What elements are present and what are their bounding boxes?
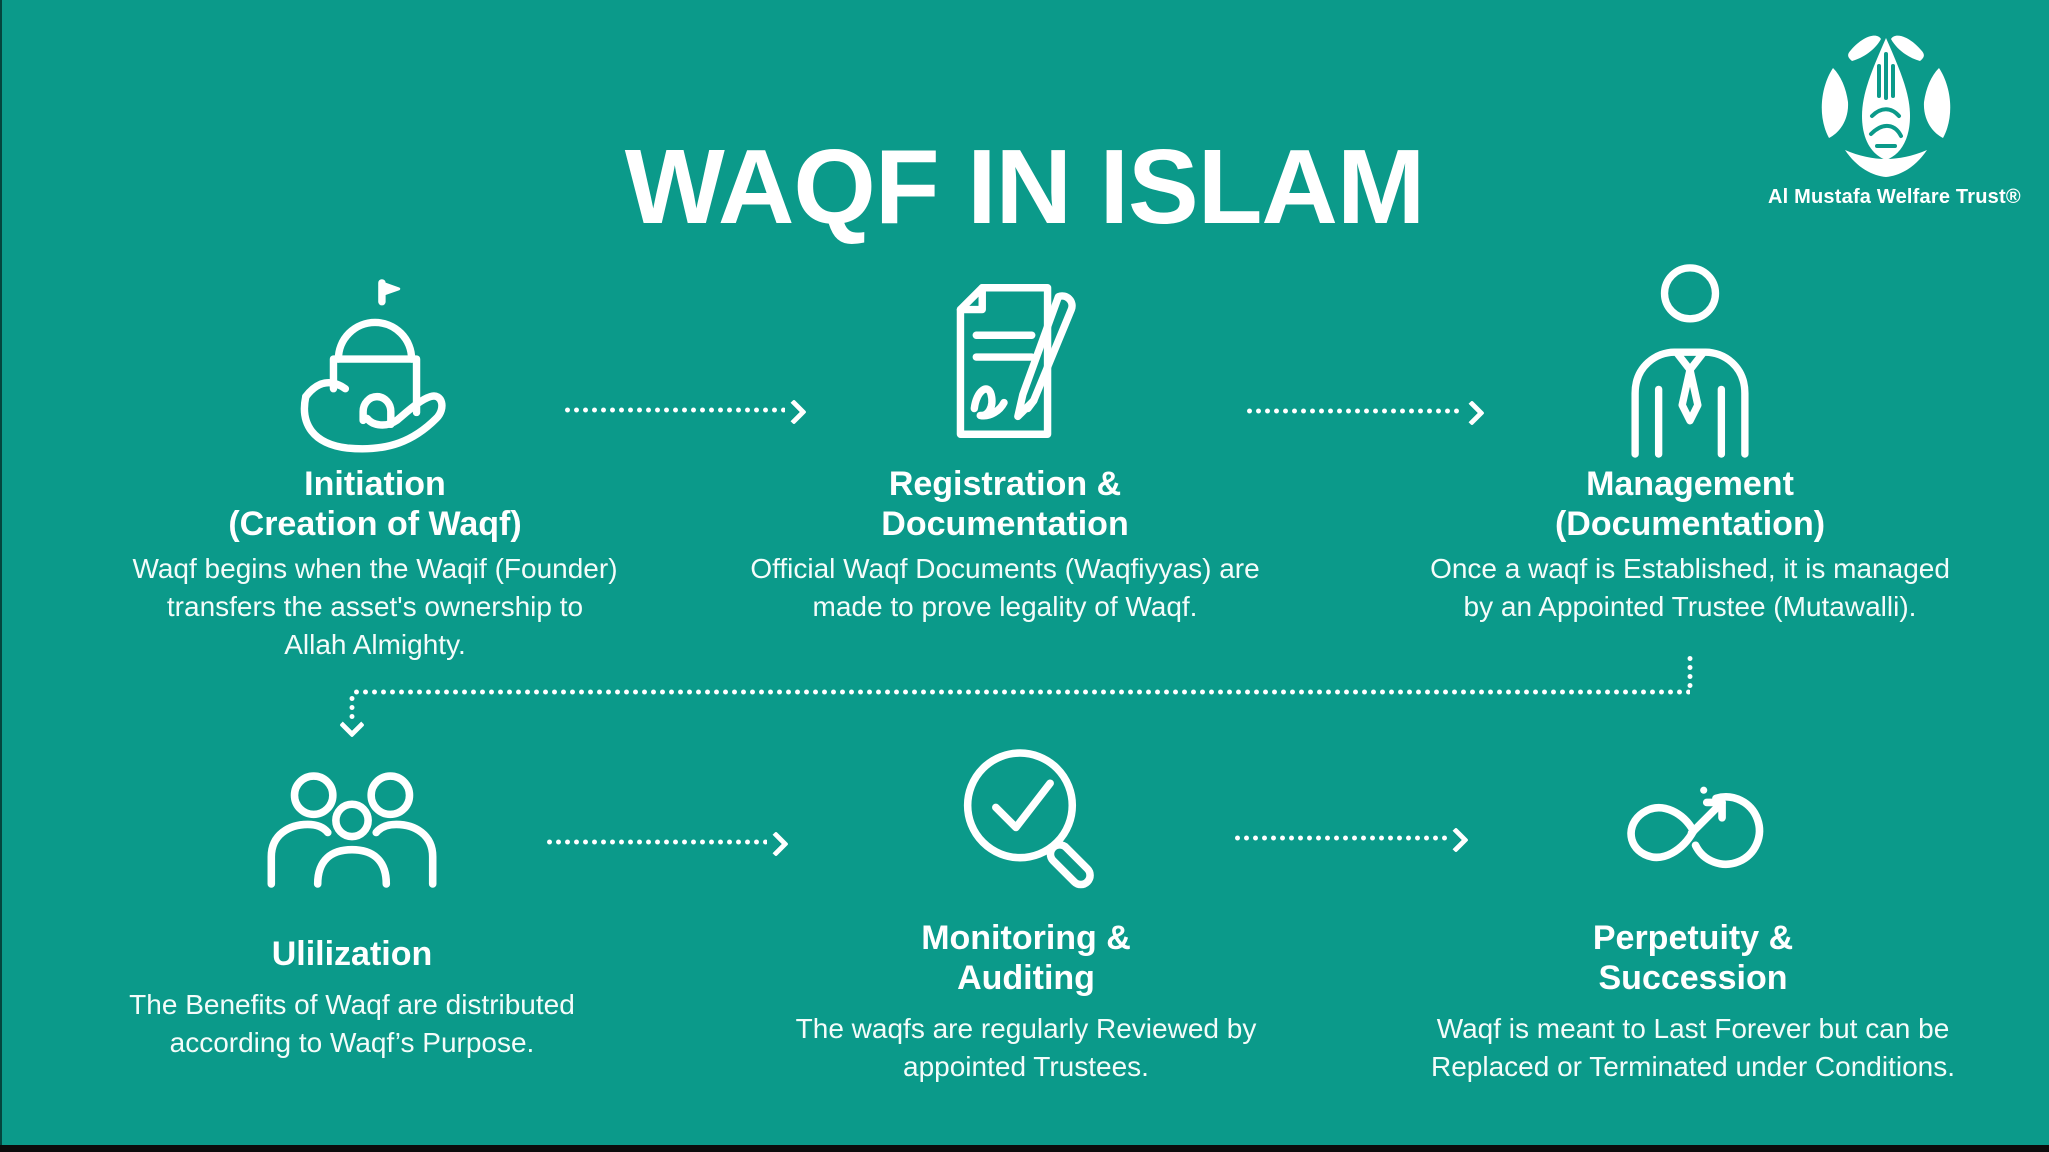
step-title: Management (Documentation) xyxy=(1554,465,1826,543)
step-title: Perpetuity & Succession xyxy=(1592,919,1794,997)
step-perpetuity: Perpetuity & Succession Waqf is meant to… xyxy=(1393,746,1993,1086)
bottom-border-bar xyxy=(0,1145,2049,1152)
flow-arrow-monitoring-to-perpetuity xyxy=(1233,835,1447,841)
document-pen-icon xyxy=(956,284,1076,438)
flow-arrow-initiation-to-registration xyxy=(563,407,785,413)
brand-logo: Al Mustafa Welfare Trust® xyxy=(1768,24,2021,209)
step-description: The waqfs are regularly Reviewed by appo… xyxy=(795,1013,1257,1082)
step-description: Waqf is meant to Last Forever but can be… xyxy=(1430,1013,1955,1082)
magnifier-check-icon xyxy=(963,749,1094,889)
step-description: Official Waqf Documents (Waqfiyyas) are … xyxy=(750,553,1260,622)
step-title: Registration & Documentation xyxy=(881,465,1129,543)
flow-connector-down-from-management xyxy=(1687,654,1693,692)
step-monitoring: Monitoring & Auditing The waqfs are regu… xyxy=(726,746,1326,1086)
step-initiation: Initiation (Creation of Waqf) Waqf begin… xyxy=(75,258,675,664)
step-registration: Registration & Documentation Official Wa… xyxy=(705,258,1305,626)
trustee-person-icon xyxy=(1631,264,1749,458)
flow-arrow-utilization-to-monitoring xyxy=(545,839,767,845)
step-title: Initiation (Creation of Waqf) xyxy=(228,465,522,543)
step-description: The Benefits of Waqf are distributed acc… xyxy=(129,989,575,1058)
step-description: Once a waqf is Established, it is manage… xyxy=(1430,553,1950,622)
mosque-hand-icon xyxy=(300,279,446,453)
arrowhead-down-icon xyxy=(339,712,365,738)
step-title: Ulilization xyxy=(271,935,433,973)
brand-name: Al Mustafa Welfare Trust® xyxy=(1768,186,2021,208)
globe-calligraphy-icon xyxy=(1821,35,1951,177)
people-group-icon xyxy=(267,772,437,888)
page-title: WAQF IN ISLAM xyxy=(624,128,1426,247)
step-utilization: Ulilization The Benefits of Waqf are dis… xyxy=(52,746,652,1062)
step-description: Waqf begins when the Waqif (Founder) tra… xyxy=(132,553,618,660)
left-edge-line xyxy=(0,0,2,1152)
flow-connector-horizontal xyxy=(352,689,1690,695)
step-title: Monitoring & Auditing xyxy=(921,919,1131,997)
infinity-arrow-icon xyxy=(1627,786,1764,868)
flow-connector-down-to-utilization xyxy=(349,694,355,722)
flow-arrow-registration-to-management xyxy=(1245,408,1463,414)
step-management: Management (Documentation) Once a waqf i… xyxy=(1390,258,1990,626)
